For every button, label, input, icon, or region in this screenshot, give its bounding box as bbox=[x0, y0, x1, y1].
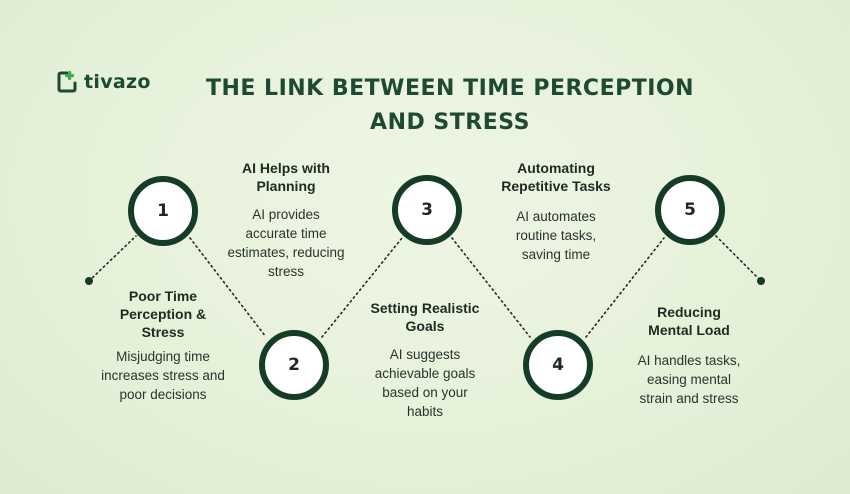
connector-4-5 bbox=[585, 237, 665, 338]
step-number-3: 3 bbox=[421, 200, 433, 220]
step-heading-2: AI Helps with Planning bbox=[242, 160, 330, 194]
connector-3-4 bbox=[451, 237, 531, 338]
page-title: THE LINK BETWEEN TIME PERCEPTION AND STR… bbox=[200, 72, 700, 140]
step-heading-3: Setting Realistic Goals bbox=[370, 300, 480, 334]
step-card-2: AI Helps with Planning AI provides accur… bbox=[211, 159, 361, 281]
step-card-1: Poor Time Perception & Stress Misjudging… bbox=[88, 287, 238, 404]
step-desc-2: AI provides accurate time estimates, red… bbox=[227, 207, 345, 279]
step-heading-1: Poor Time Perception & Stress bbox=[119, 288, 207, 340]
step-desc-1: Misjudging time increases stress and poo… bbox=[101, 349, 225, 402]
brand-logo: tivazo bbox=[56, 70, 151, 94]
step-number-4: 4 bbox=[552, 355, 564, 375]
end-dot bbox=[757, 277, 765, 285]
title-line-1: THE LINK BETWEEN TIME PERCEPTION bbox=[205, 76, 695, 101]
step-heading-5: Reducing Mental Load bbox=[648, 304, 730, 338]
tivazo-logo-icon bbox=[57, 71, 77, 93]
step-card-4: Automating Repetitive Tasks AI automates… bbox=[481, 159, 631, 264]
step-circle-3: 3 bbox=[392, 175, 462, 245]
step-circle-2: 2 bbox=[259, 330, 329, 400]
connector-start-1 bbox=[88, 235, 137, 282]
connector-5-end bbox=[715, 235, 762, 282]
step-desc-5: AI handles tasks, easing mental strain a… bbox=[637, 353, 741, 406]
step-card-3: Setting Realistic Goals AI suggests achi… bbox=[350, 299, 500, 421]
connector-2-3 bbox=[321, 237, 403, 338]
start-dot bbox=[85, 277, 93, 285]
step-number-5: 5 bbox=[684, 200, 696, 220]
step-circle-4: 4 bbox=[523, 330, 593, 400]
step-desc-4: AI automates routine tasks, saving time bbox=[515, 209, 597, 262]
step-number-1: 1 bbox=[157, 201, 169, 221]
step-circle-1: 1 bbox=[128, 176, 198, 246]
step-desc-3: AI suggests achievable goals based on yo… bbox=[374, 347, 476, 419]
step-heading-4: Automating Repetitive Tasks bbox=[501, 160, 611, 194]
step-number-2: 2 bbox=[288, 355, 300, 375]
brand-name: tivazo bbox=[84, 71, 151, 93]
connector-1-2 bbox=[189, 237, 267, 338]
step-circle-5: 5 bbox=[655, 175, 725, 245]
title-line-2: AND STRESS bbox=[370, 110, 530, 135]
step-card-5: Reducing Mental Load AI handles tasks, e… bbox=[614, 303, 764, 408]
